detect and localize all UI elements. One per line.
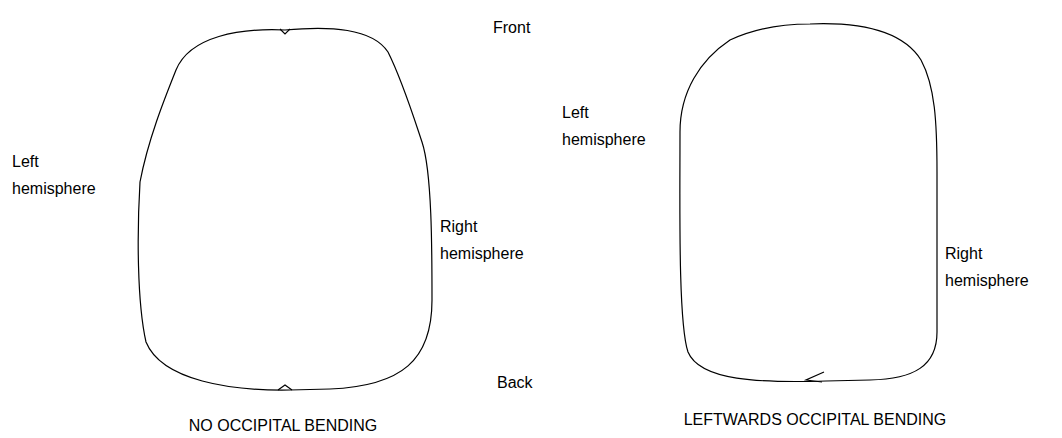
midline-notch	[806, 372, 824, 382]
direction-label: Front	[493, 14, 530, 41]
figure-caption: LEFTWARDS OCCIPITAL BENDING	[684, 406, 947, 433]
midline-notch	[280, 29, 290, 34]
brain-outline	[138, 28, 432, 390]
midline-notch	[278, 385, 292, 390]
hemisphere-label: Right hemisphere	[945, 240, 1037, 294]
hemisphere-label: Left hemisphere	[12, 148, 104, 202]
hemisphere-label: Left hemisphere	[562, 99, 654, 153]
brain-outline	[680, 24, 937, 382]
figure-caption: NO OCCIPITAL BENDING	[189, 412, 377, 438]
hemisphere-label: Right hemisphere	[440, 213, 532, 267]
direction-label: Back	[497, 369, 533, 396]
